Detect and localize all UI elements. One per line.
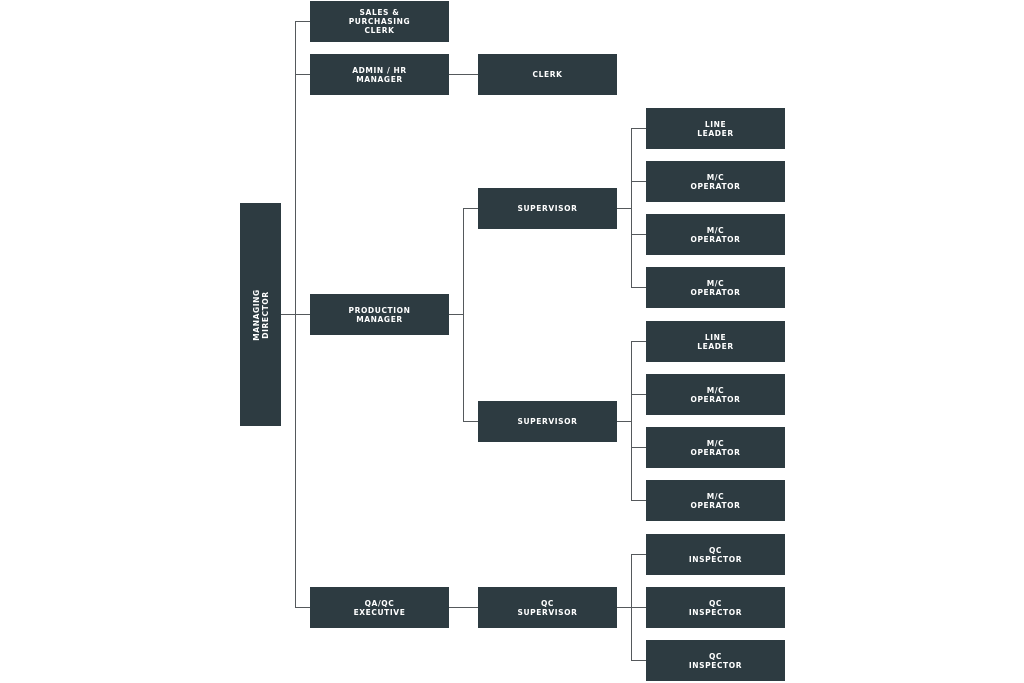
managing-director-box: MANAGING DIRECTOR <box>240 203 281 426</box>
connector-supervisor-2-out <box>617 421 631 422</box>
connector-production-out <box>449 314 463 315</box>
team-2-member-label: M/C OPERATOR <box>690 438 741 457</box>
team-2-member-label: M/C OPERATOR <box>690 491 741 510</box>
qc-inspector-box: QC INSPECTOR <box>646 587 785 628</box>
connector-team-2-item-4 <box>631 500 646 501</box>
connector-to-admin <box>295 74 310 75</box>
team-1-member-label: LINE LEADER <box>697 119 734 138</box>
sales-purchasing-clerk-box: SALES & PURCHASING CLERK <box>310 1 449 42</box>
qa-qc-executive-box: QA/QC EXECUTIVE <box>310 587 449 628</box>
connector-to-supervisor-2 <box>463 421 478 422</box>
team-2-line-leader-box: LINE LEADER <box>646 321 785 362</box>
connector-to-supervisor-1 <box>463 208 478 209</box>
connector-team-2-item-3 <box>631 447 646 448</box>
connector-team-1-item-1 <box>631 128 646 129</box>
connector-team-1-item-2 <box>631 181 646 182</box>
connector-admin-clerk <box>449 74 478 75</box>
connector-to-qaqc <box>295 607 310 608</box>
connector-qaqc-qcsup <box>449 607 478 608</box>
connector-team-1-item-4 <box>631 287 646 288</box>
connector-qcsup-out <box>617 607 631 608</box>
team-2-operator-box: M/C OPERATOR <box>646 427 785 468</box>
admin-hr-manager-box: ADMIN / HR MANAGER <box>310 54 449 95</box>
connector-to-production <box>295 314 310 315</box>
team-2-operator-box: M/C OPERATOR <box>646 374 785 415</box>
team-1-member-label: M/C OPERATOR <box>690 172 741 191</box>
connector-to-sales <box>295 21 310 22</box>
connector-qc-team-item-2 <box>631 607 646 608</box>
qc-inspector-label: QC INSPECTOR <box>688 545 743 564</box>
supervisor-1-label: SUPERVISOR <box>517 204 578 213</box>
connector-supervisor-1-out <box>617 208 631 209</box>
connector-qc-team-item-1 <box>631 554 646 555</box>
team-2-operator-box: M/C OPERATOR <box>646 480 785 521</box>
team-1-operator-box: M/C OPERATOR <box>646 161 785 202</box>
connector-team-2-item-1 <box>631 341 646 342</box>
connector-supervisors-trunk <box>463 208 464 422</box>
team-2-member-label: LINE LEADER <box>697 332 734 351</box>
qc-supervisor-box: QC SUPERVISOR <box>478 587 617 628</box>
connector-team-2-trunk <box>631 341 632 501</box>
admin-clerk-label: CLERK <box>532 70 563 79</box>
connector-qc-team-item-3 <box>631 660 646 661</box>
admin-hr-manager-label: ADMIN / HR MANAGER <box>352 65 407 84</box>
qc-inspector-box: QC INSPECTOR <box>646 640 785 681</box>
connector-team-1-trunk <box>631 128 632 288</box>
qc-inspector-box: QC INSPECTOR <box>646 534 785 575</box>
team-1-operator-box: M/C OPERATOR <box>646 267 785 308</box>
admin-clerk-box: CLERK <box>478 54 617 95</box>
production-manager-label: PRODUCTION MANAGER <box>348 305 411 324</box>
qa-qc-executive-label: QA/QC EXECUTIVE <box>353 598 406 617</box>
production-manager-box: PRODUCTION MANAGER <box>310 294 449 335</box>
connector-team-1-item-3 <box>631 234 646 235</box>
qc-inspector-label: QC INSPECTOR <box>688 598 743 617</box>
qc-inspector-label: QC INSPECTOR <box>688 651 743 670</box>
connector-md-out <box>281 314 296 315</box>
qc-supervisor-label: QC SUPERVISOR <box>517 598 578 617</box>
team-1-member-label: M/C OPERATOR <box>690 225 741 244</box>
supervisor-1-box: SUPERVISOR <box>478 188 617 229</box>
connector-team-2-item-2 <box>631 394 646 395</box>
team-1-line-leader-box: LINE LEADER <box>646 108 785 149</box>
supervisor-2-label: SUPERVISOR <box>517 417 578 426</box>
team-2-member-label: M/C OPERATOR <box>690 385 741 404</box>
sales-purchasing-clerk-label: SALES & PURCHASING CLERK <box>348 8 411 35</box>
team-1-member-label: M/C OPERATOR <box>690 278 741 297</box>
supervisor-2-box: SUPERVISOR <box>478 401 617 442</box>
managing-director-label: MANAGING DIRECTOR <box>251 288 270 341</box>
team-1-operator-box: M/C OPERATOR <box>646 214 785 255</box>
